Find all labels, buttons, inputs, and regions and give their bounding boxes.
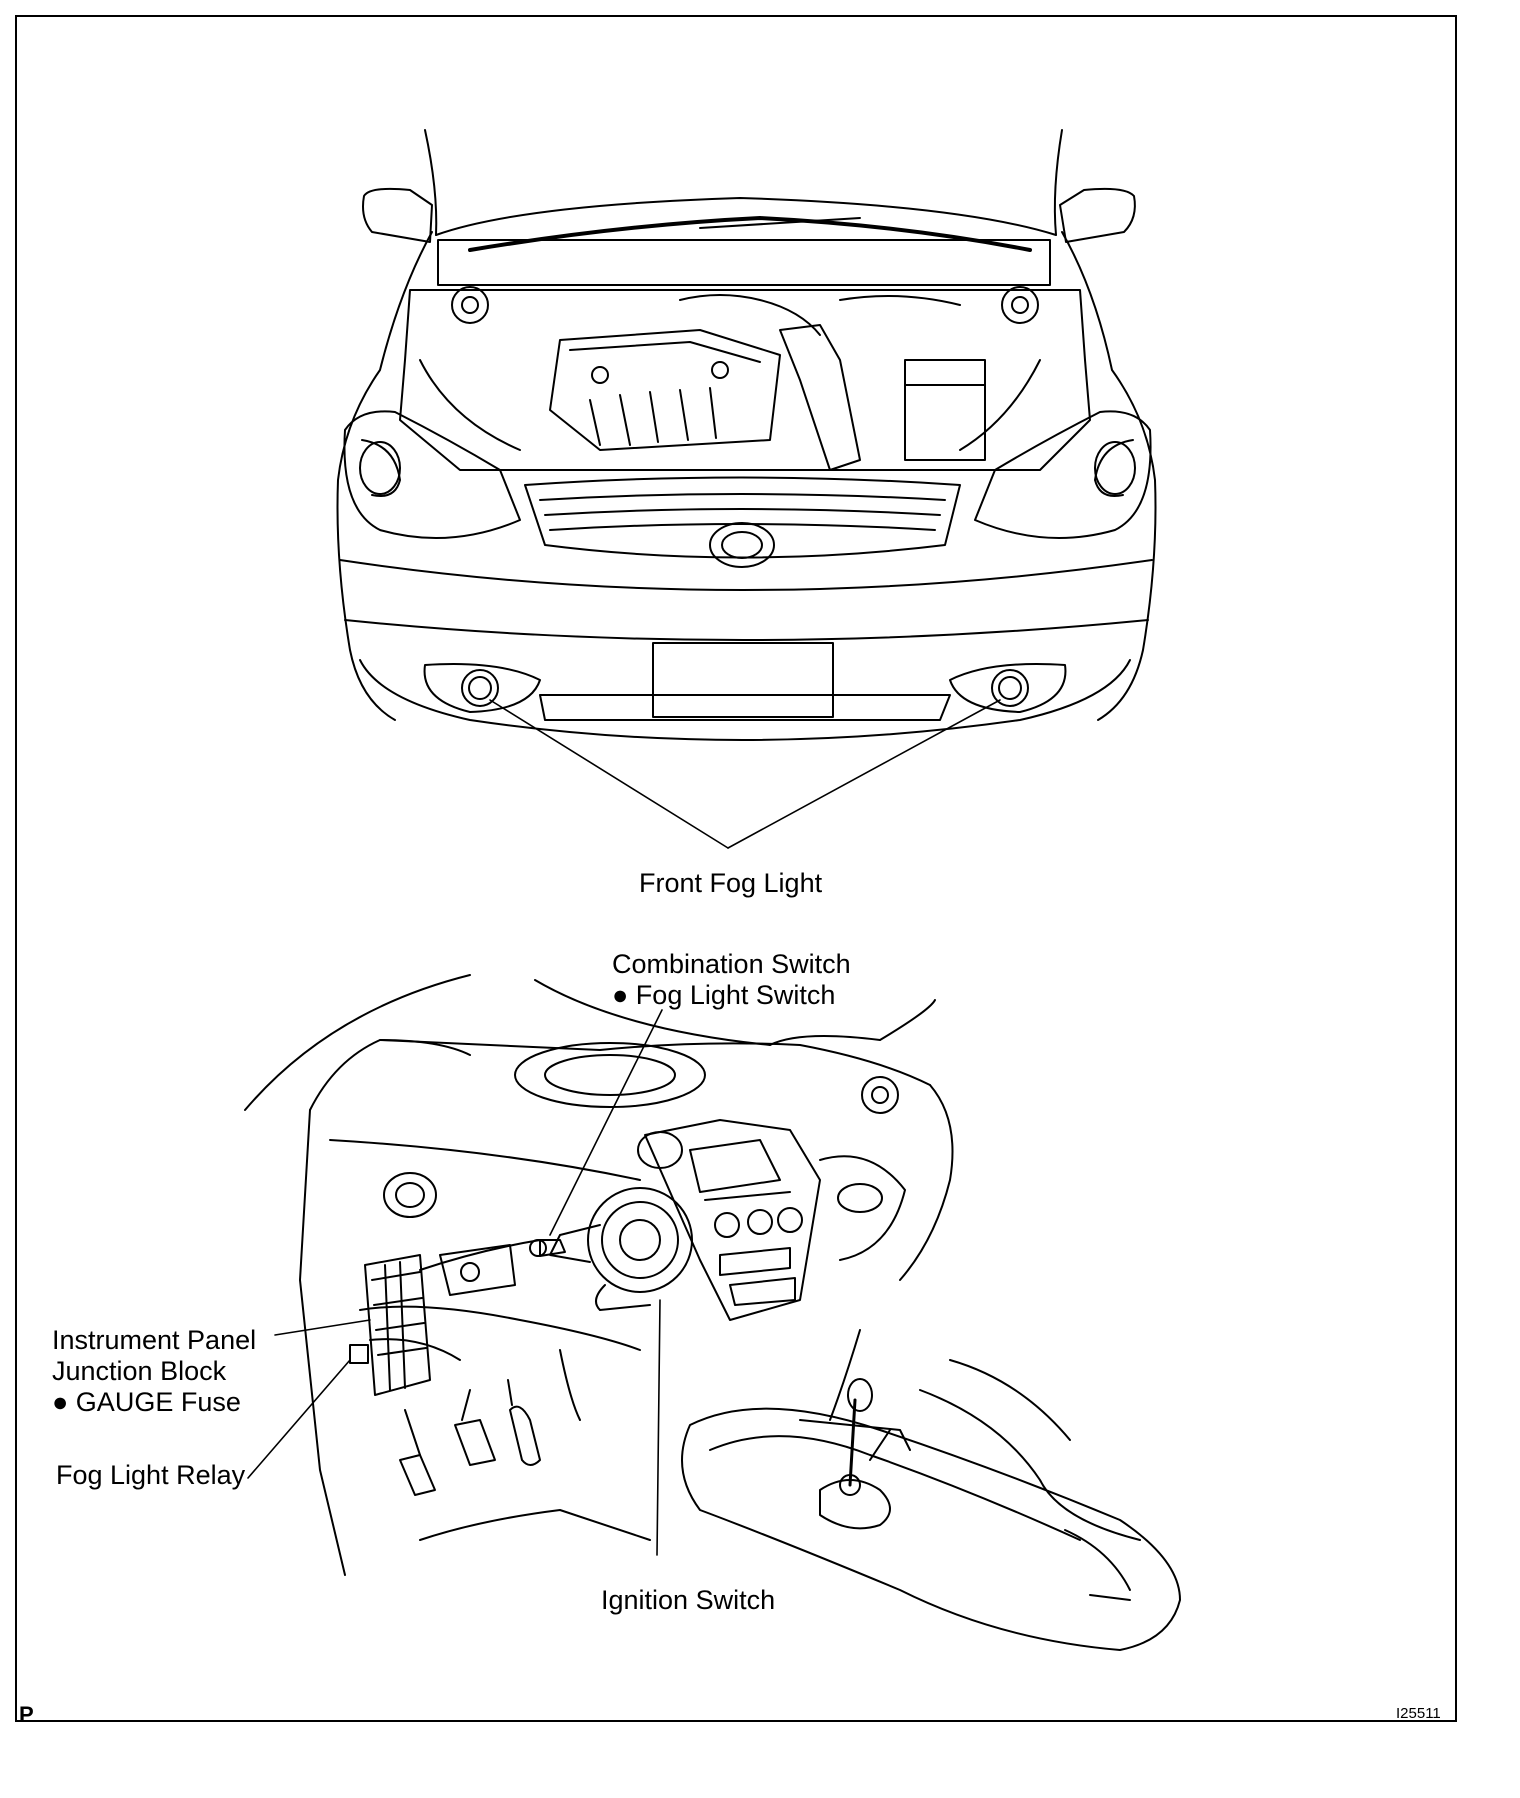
front-fog-light-label: Front Fog Light [639,868,823,898]
ignition-switch-label: Ignition Switch [601,1585,776,1615]
combination-switch-label: Combination Switch [612,949,851,979]
gauge-fuse-label: ● GAUGE Fuse [52,1387,241,1417]
corner-mark: P [19,1702,34,1727]
junction-block-label: Junction Block [52,1356,227,1386]
instrument-panel-label: Instrument Panel [52,1325,257,1355]
vehicle-front-illustration [336,129,1157,741]
figure-code: I25511 [1396,1705,1441,1722]
front-fog-light-leader-lines [489,699,1001,849]
interior-dashboard-illustration [244,974,1181,1651]
fog-light-relay-label: Fog Light Relay [56,1460,246,1490]
fog-light-switch-label: ● Fog Light Switch [612,980,836,1010]
diagram-frame [15,15,1457,1722]
interior-leader-lines [247,1009,663,1556]
